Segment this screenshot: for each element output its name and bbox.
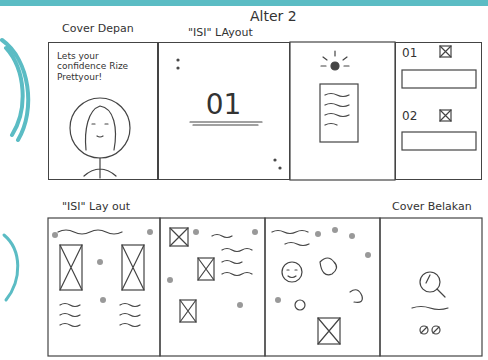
panel-heading: "ISI" LAyout [188, 26, 253, 39]
panel-heading: Cover Belakan [392, 200, 472, 213]
section-number: 02 [402, 110, 438, 124]
layout-panel: Lets your confidence Rize Prettyour! [48, 42, 158, 180]
sketch-title: Alter 2 [250, 8, 297, 24]
panel-heading: Cover Depan [62, 22, 134, 35]
cover-tagline: Lets your confidence Rize Prettyour! [57, 51, 149, 82]
section-number: 01 [402, 47, 438, 61]
layout-panel: 01 [158, 42, 290, 180]
panel-heading: "ISI" Lay out [62, 200, 130, 213]
section-number: 01 [159, 89, 288, 121]
layout-panel: 01 02 [395, 42, 482, 180]
